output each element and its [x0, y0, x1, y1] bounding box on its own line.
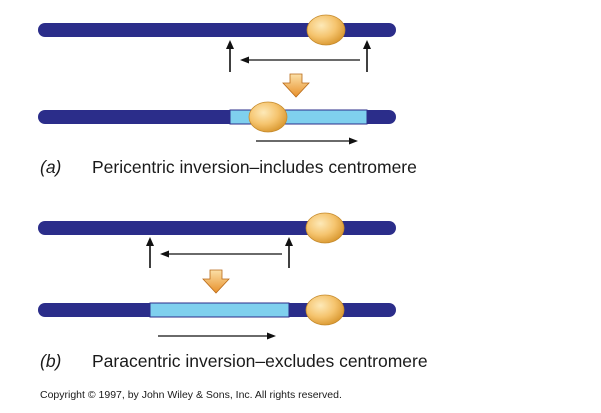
chromosome-a-original — [38, 14, 396, 46]
panel-b: (b) Paracentric inversion–excludes centr… — [38, 212, 428, 371]
down-arrow-a — [282, 73, 310, 98]
breakpoint-arrowhead-left — [146, 237, 154, 246]
panel-a-caption: Pericentric inversion–includes centromer… — [92, 157, 417, 177]
centromere — [305, 212, 345, 244]
breakpoints-b — [146, 237, 293, 268]
span-arrowhead — [240, 56, 249, 64]
copyright-notice: Copyright © 1997, by John Wiley & Sons, … — [40, 389, 342, 401]
breakpoint-arrowhead-left — [226, 40, 234, 49]
panel-a-letter: (a) — [40, 157, 61, 177]
panel-b-caption: Paracentric inversion–excludes centromer… — [92, 351, 428, 371]
panel-a: (a) Pericentric inversion–includes centr… — [38, 14, 417, 177]
chromosome-b-inverted — [38, 294, 396, 340]
down-arrow-icon — [282, 73, 310, 98]
breakpoint-arrowhead-right — [363, 40, 371, 49]
chromosome-b-original — [38, 212, 396, 244]
down-arrow-icon — [202, 269, 230, 294]
span-arrowhead — [160, 250, 169, 258]
panel-b-letter: (b) — [40, 351, 61, 371]
inversion-direction-arrowhead — [267, 332, 276, 340]
chromosome-a-inverted — [38, 101, 396, 145]
breakpoint-arrowhead-right — [285, 237, 293, 246]
inversion-direction-arrowhead — [349, 137, 358, 145]
breakpoints-a — [226, 40, 371, 72]
chromosome-bar — [38, 23, 396, 37]
centromere — [306, 14, 346, 46]
centromere — [248, 101, 288, 133]
inverted-segment — [149, 302, 290, 318]
centromere — [305, 294, 345, 326]
down-arrow-b — [202, 269, 230, 294]
